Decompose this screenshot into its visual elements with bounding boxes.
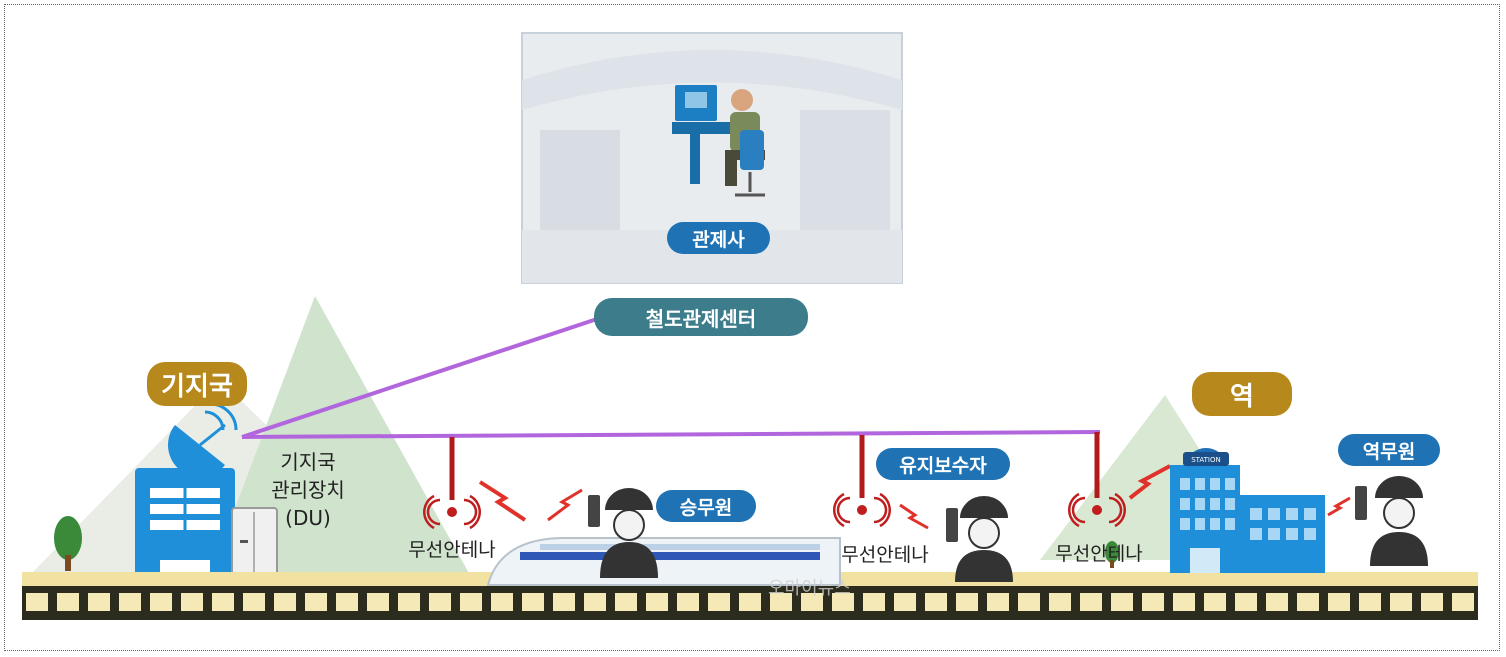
- rail-tie: [57, 593, 79, 611]
- du-label-line1: 기지국: [280, 450, 336, 474]
- rail-tie: [1111, 593, 1133, 611]
- rail-tie: [429, 593, 451, 611]
- rail-tie: [1266, 593, 1288, 611]
- link-base-to-center: [241, 316, 601, 439]
- rail-tie: [367, 593, 389, 611]
- tree-icon: [1105, 541, 1119, 568]
- operator-icon: [731, 89, 753, 111]
- rail-tie: [1080, 593, 1102, 611]
- rail-tie: [119, 593, 141, 611]
- antenna-label-2: 무선안테나: [841, 544, 929, 566]
- signal-bolt-icon: [1128, 464, 1171, 500]
- signal-bolt-icon: [478, 480, 527, 522]
- rail-tie: [398, 593, 420, 611]
- tree-icon: [54, 516, 82, 571]
- rail-tie: [1297, 593, 1319, 611]
- rail-tie: [832, 593, 854, 611]
- antenna-label-3: 무선안테나: [1055, 543, 1143, 565]
- base-station-badge: 기지국: [147, 362, 247, 406]
- rail-tie: [243, 593, 265, 611]
- rail-tie: [522, 593, 544, 611]
- rail-tie: [770, 593, 792, 611]
- diagram-frame: [4, 4, 1500, 651]
- rail-tie: [1049, 593, 1071, 611]
- rail-tie: [1452, 593, 1474, 611]
- rail-tie: [1235, 593, 1257, 611]
- rail-tie: [894, 593, 916, 611]
- rail-tie: [305, 593, 327, 611]
- station-staff-badge: 역무원: [1338, 434, 1440, 466]
- signal-bolt-icon: [547, 488, 583, 522]
- rail-tie: [1204, 593, 1226, 611]
- rail-tie: [1421, 593, 1443, 611]
- train-icon: [486, 537, 841, 586]
- control-center-badge: 철도관제센터: [594, 298, 808, 336]
- rail-tie: [553, 593, 575, 611]
- rail-tie: [212, 593, 234, 611]
- satellite-dish-icon: [167, 402, 238, 478]
- rail-tie: [1328, 593, 1350, 611]
- station-building-icon: STATION: [1170, 448, 1325, 573]
- rail-tie: [1359, 593, 1381, 611]
- antenna-2: [833, 435, 891, 528]
- crew-worker-icon: [588, 488, 658, 578]
- rail-tie: [1018, 593, 1040, 611]
- rail-tie: [1390, 593, 1412, 611]
- antenna-label-1: 무선안테나: [408, 539, 496, 561]
- rail-tie: [708, 593, 730, 611]
- rail-tie: [615, 593, 637, 611]
- du-label: 기지국 관리장치 (DU): [268, 448, 348, 532]
- rail-tie: [584, 593, 606, 611]
- rail-tie: [26, 593, 48, 611]
- maintenance-worker-icon: [946, 496, 1013, 582]
- rail-track: [22, 572, 1478, 620]
- antenna-1: [423, 437, 481, 530]
- rail-tie: [956, 593, 978, 611]
- rail-tie: [801, 593, 823, 611]
- rail-tie: [987, 593, 1009, 611]
- operator-badge: 관제사: [667, 222, 770, 254]
- maintenance-badge: 유지보수자: [876, 448, 1010, 480]
- rail-tie: [739, 593, 761, 611]
- control-room-image: [521, 32, 903, 284]
- station-badge: 역: [1192, 372, 1292, 416]
- rail-tie: [1173, 593, 1195, 611]
- du-label-line3: (DU): [285, 506, 331, 530]
- rail-tie: [677, 593, 699, 611]
- watermark: 오마이뉴스: [768, 578, 851, 599]
- rail-tie: [274, 593, 296, 611]
- crew-badge: 승무원: [656, 490, 756, 522]
- signal-bolt-icon: [1327, 496, 1351, 517]
- station-staff-icon: [1355, 476, 1428, 566]
- rail-tie: [863, 593, 885, 611]
- rail-tie: [336, 593, 358, 611]
- signal-bolt-icon: [899, 503, 929, 530]
- rail-tie: [925, 593, 947, 611]
- rail-tie: [150, 593, 172, 611]
- rail-tie: [88, 593, 110, 611]
- rail-tie: [491, 593, 513, 611]
- base-station-building-icon: [135, 468, 235, 578]
- link-base-to-station: [241, 430, 1101, 439]
- station-sign-text: STATION: [1191, 456, 1221, 464]
- rail-tie: [181, 593, 203, 611]
- rail-tie: [1142, 593, 1164, 611]
- rail-tie: [460, 593, 482, 611]
- antenna-3: [1068, 432, 1126, 528]
- rail-tie: [646, 593, 668, 611]
- du-label-line2: 관리장치: [271, 478, 345, 502]
